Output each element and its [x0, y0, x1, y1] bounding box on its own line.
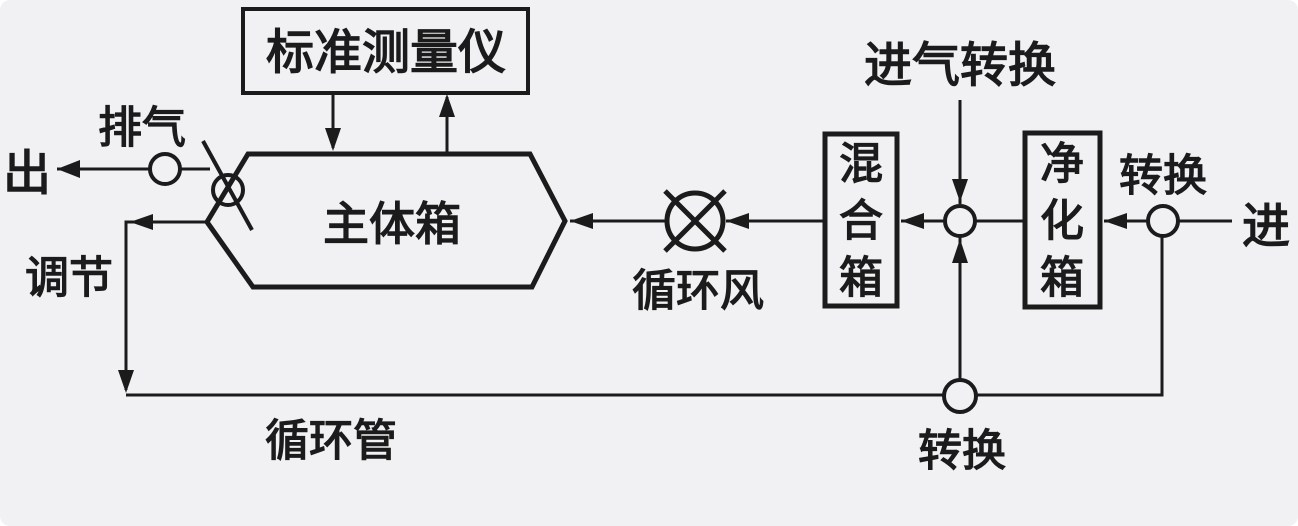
intake-switch-junction: [901, 100, 1025, 396]
exhaust-label: 排气: [98, 104, 186, 153]
exhaust-branch: [57, 140, 254, 231]
mixing-box-label-char-1: 混: [839, 140, 883, 189]
purification-box-label: 净 化 箱: [1040, 140, 1084, 303]
purification-box-label-char-1: 净: [1040, 140, 1084, 189]
fan-to-main-arrowhead: [570, 213, 593, 229]
standard-meter-label: 标准测量仪: [266, 27, 506, 80]
adjust-left-arrowhead: [130, 214, 153, 230]
mixing-box-label: 混 合 箱: [839, 140, 883, 303]
purification-box-label-char-3: 箱: [1040, 254, 1084, 303]
bottom-junction-circle: [942, 378, 978, 414]
bottom-to-mid-up-arrowhead: [952, 239, 968, 263]
adjust-branch: [118, 214, 207, 393]
mid-to-mix-arrowhead: [901, 213, 924, 229]
intake-switch-label: 进气转换: [864, 40, 1056, 93]
adjust-polyline: [124, 220, 207, 390]
adjust-down-arrowhead: [118, 370, 134, 393]
right-junction-circle: [1146, 204, 1180, 238]
circulation-pipe-label: 循环管: [265, 417, 397, 466]
standard-meter-box: [241, 7, 530, 95]
meter-up-arrowhead: [439, 94, 455, 117]
circulation-fan-assembly: [570, 189, 825, 253]
valve-handle-line: [201, 140, 254, 231]
purification-box: [1022, 130, 1103, 310]
in-label: 进: [1242, 201, 1290, 254]
exhaust-indicator-circle: [148, 152, 182, 186]
switch-bottom-label: 转换: [918, 427, 1006, 476]
circulation-fan-label: 循环风: [632, 267, 764, 316]
purification-box-label-char-2: 化: [1040, 197, 1084, 246]
mixing-box: [822, 131, 900, 309]
mixing-box-label-char-3: 箱: [839, 254, 883, 303]
circulation-pipe-line: [126, 237, 1164, 397]
mixing-box-label-char-2: 合: [839, 197, 883, 246]
exhaust-left-arrowhead: [57, 160, 80, 178]
standard-meter-node: [241, 7, 530, 152]
meter-down-arrowhead: [325, 128, 341, 151]
right-to-purify-arrowhead: [1104, 213, 1127, 229]
adjust-label: 调节: [25, 254, 113, 303]
intake-down-arrowhead: [952, 179, 968, 202]
out-label: 出: [3, 148, 51, 201]
inlet-switch-junction: [1104, 204, 1232, 238]
switch-right-label: 转换: [1119, 152, 1207, 201]
exhaust-valve-icon: [211, 173, 245, 207]
mix-to-fan-arrowhead: [726, 213, 749, 229]
main-box-label: 主体箱: [323, 198, 461, 250]
fan-blade-diagonal-2: [663, 189, 727, 253]
middle-junction-circle: [943, 204, 977, 238]
